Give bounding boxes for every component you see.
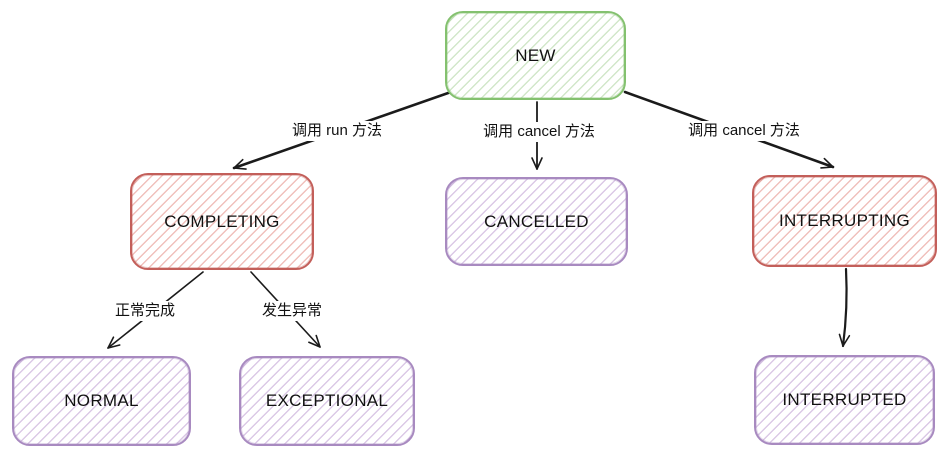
- edge-interrupting-interrupted-arrow: [838, 267, 851, 348]
- state-label: EXCEPTIONAL: [265, 391, 389, 410]
- state-label: INTERRUPTED: [782, 390, 907, 409]
- state-label: NEW: [515, 45, 556, 65]
- edge-label-call-cancel-right: 调用 cancel 方法: [685, 121, 803, 141]
- state-node-normal: NORMAL: [12, 356, 191, 446]
- state-node-interrupting: INTERRUPTING: [752, 175, 937, 267]
- state-node-interrupted: INTERRUPTED: [754, 355, 935, 445]
- state-label: COMPLETING: [164, 211, 280, 231]
- edge-label-normal-finish: 正常完成: [111, 301, 179, 321]
- state-label: CANCELLED: [484, 211, 589, 231]
- edge-label-exception-occurred: 发生异常: [258, 301, 326, 321]
- state-label: NORMAL: [64, 391, 139, 410]
- state-node-exceptional: EXCEPTIONAL: [239, 356, 415, 446]
- state-node-cancelled: CANCELLED: [445, 177, 628, 266]
- state-label: INTERRUPTING: [778, 211, 911, 230]
- edge-label-call-cancel-mid: 调用 cancel 方法: [480, 122, 598, 142]
- state-node-new: NEW: [445, 11, 626, 100]
- state-node-completing: COMPLETING: [130, 173, 314, 270]
- edge-label-call-run: 调用 run 方法: [288, 121, 386, 141]
